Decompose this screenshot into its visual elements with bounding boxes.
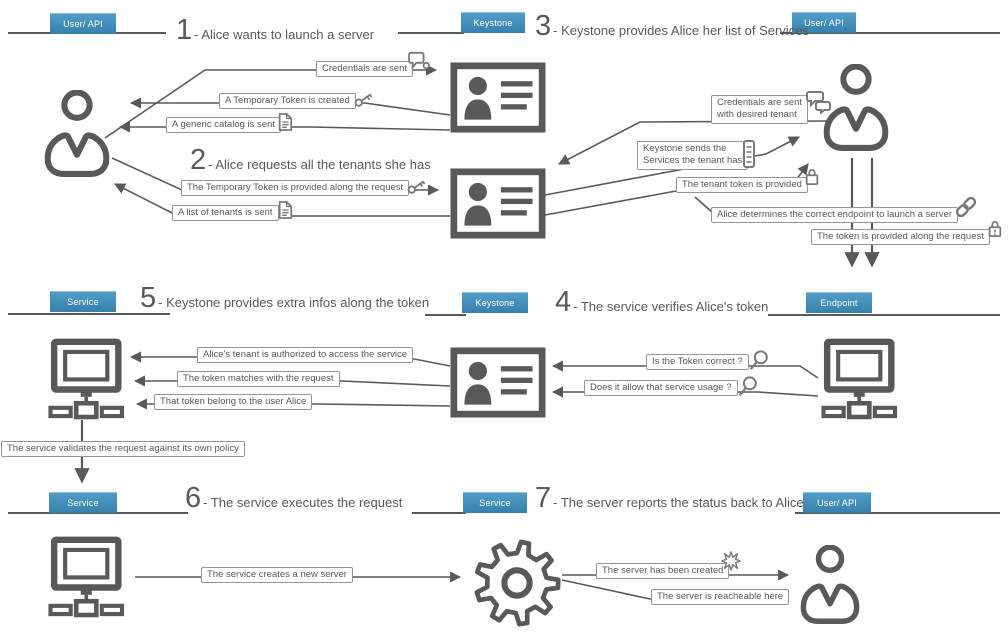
keystone-id-card-icon-2 — [450, 168, 546, 239]
step-1-heading: 1- Alice wants to launch a server — [176, 16, 374, 45]
message-token-matches: The token matches with the request — [177, 371, 340, 388]
document-icon — [277, 200, 293, 220]
step-number: 7 — [535, 482, 552, 514]
key-icon — [353, 89, 375, 109]
message-text: A Temporary Token is created — [225, 95, 350, 106]
badge-user-api-top-right: User/ API — [792, 12, 856, 33]
step-5-heading: 5- Keystone provides extra infos along t… — [140, 284, 429, 313]
message-text: Credentials are sent — [322, 63, 408, 74]
message-text: The Temporary Token is provided along th… — [187, 182, 404, 193]
message-text: The token is provided along the request — [817, 231, 984, 242]
step-text: - Alice requests all the tenants she has — [208, 157, 431, 172]
message-text: with desired tenant — [717, 109, 797, 121]
step-number: 3 — [535, 10, 552, 42]
message-tenant-authorized: Alice's tenant is authorized to access t… — [197, 347, 414, 364]
message-text: Is the Token correct ? — [652, 356, 743, 367]
step-text: - Alice wants to launch a server — [194, 27, 375, 42]
step-number: 5 — [140, 282, 157, 314]
step-7-heading: 7- The server reports the status back to… — [535, 484, 804, 513]
message-generic-catalog: A generic catalog is sent — [166, 117, 281, 134]
magnifier-icon — [748, 349, 770, 373]
step-number: 1 — [176, 14, 193, 46]
message-keystone-services: Keystone sends the Services the tenant h… — [637, 141, 748, 170]
starburst-icon — [721, 551, 741, 571]
message-text: A generic catalog is sent — [172, 119, 275, 130]
alice-user-icon-top-left — [44, 90, 110, 177]
speech-bubble-icon — [408, 51, 430, 71]
message-credentials-tenant: Credentials are sent with desired tenant — [711, 95, 808, 124]
badge-user-api-top-left: User/ API — [50, 13, 116, 34]
message-text: Services the tenant has — [643, 155, 743, 167]
message-temp-token-provided: The Temporary Token is provided along th… — [181, 180, 409, 197]
message-text: Does it allow that service usage ? — [590, 382, 732, 393]
message-text: Credentials are sent — [717, 97, 803, 108]
message-creates-server: The service creates a new server — [201, 567, 353, 584]
message-tenant-token: The tenant token is provided — [676, 177, 808, 194]
message-text: Alice determines the correct endpoint to… — [717, 209, 952, 220]
message-temp-token-created: A Temporary Token is created — [219, 93, 356, 110]
badge-keystone-mid: Keystone — [462, 292, 528, 313]
magnifier-icon — [737, 375, 759, 399]
service-computer-icon-mid — [45, 338, 133, 430]
step-text: - The service verifies Alice's token — [573, 299, 769, 314]
step-number: 4 — [555, 286, 572, 318]
message-text: That token belong to the user Alice — [160, 396, 307, 407]
badge-service-bottom-left: Service — [49, 492, 117, 513]
message-server-reachable: The server is reacheable here — [651, 589, 790, 606]
step-text: - The service executes the request — [203, 495, 403, 510]
message-server-created: The server has been created — [596, 563, 729, 580]
key-icon — [406, 176, 428, 196]
message-tenants-list: A list of tenants is sent — [172, 205, 279, 222]
message-token-belongs: That token belong to the user Alice — [154, 394, 313, 411]
message-text: Alice's tenant is authorized to access t… — [203, 349, 408, 360]
service-computer-icon-bottom — [45, 536, 133, 628]
message-text: Keystone sends the — [643, 143, 727, 154]
badge-service-bottom-mid: Service — [463, 492, 527, 513]
message-text: The tenant token is provided — [682, 179, 802, 190]
message-validates-policy: The service validates the request agains… — [1, 441, 245, 458]
speech-bubbles-icon — [806, 90, 832, 114]
message-token-along-request: The token is provided along the request — [811, 229, 990, 246]
alice-user-icon-top-right — [823, 64, 889, 151]
step-6-heading: 6- The service executes the request — [185, 484, 402, 513]
badge-keystone-top: Keystone — [461, 12, 525, 33]
message-text: The token matches with the request — [183, 373, 334, 384]
step-text: - The server reports the status back to … — [553, 495, 804, 510]
gear-icon — [474, 539, 561, 627]
keystone-id-card-icon-3 — [450, 347, 546, 418]
message-text: A list of tenants is sent — [178, 207, 273, 218]
lock-exclamation-icon — [987, 219, 1003, 239]
endpoint-computer-icon — [818, 338, 906, 430]
lock-icon — [804, 167, 820, 187]
step-text: - Keystone provides extra infos along th… — [158, 295, 430, 310]
message-text: The service validates the request agains… — [7, 443, 239, 454]
message-service-usage: Does it allow that service usage ? — [584, 380, 738, 396]
step-3-heading: 3- Keystone provides Alice her list of S… — [535, 12, 809, 41]
keystone-id-card-icon-1 — [450, 62, 546, 133]
badge-endpoint: Endpoint — [806, 292, 872, 313]
step-2-heading: 2- Alice requests all the tenants she ha… — [190, 146, 431, 175]
step-4-heading: 4- The service verifies Alice's token — [555, 288, 768, 317]
step-number: 6 — [185, 482, 202, 514]
step-number: 2 — [190, 144, 207, 176]
message-credentials-sent: Credentials are sent — [316, 61, 413, 78]
list-icon — [742, 139, 756, 169]
chain-link-icon — [953, 195, 979, 219]
message-text: The server has been created — [602, 565, 724, 576]
message-text: The server is reacheable here — [657, 591, 784, 602]
message-is-token-correct: Is the Token correct ? — [646, 354, 749, 370]
message-text: The service creates a new server — [207, 569, 347, 580]
document-icon — [277, 112, 293, 132]
step-text: - Keystone provides Alice her list of Se… — [553, 23, 809, 38]
message-endpoint-determined: Alice determines the correct endpoint to… — [711, 207, 958, 224]
alice-user-icon-bottom-right — [800, 545, 860, 624]
badge-user-api-bottom: User/ API — [803, 492, 871, 513]
badge-service-mid: Service — [50, 291, 116, 312]
